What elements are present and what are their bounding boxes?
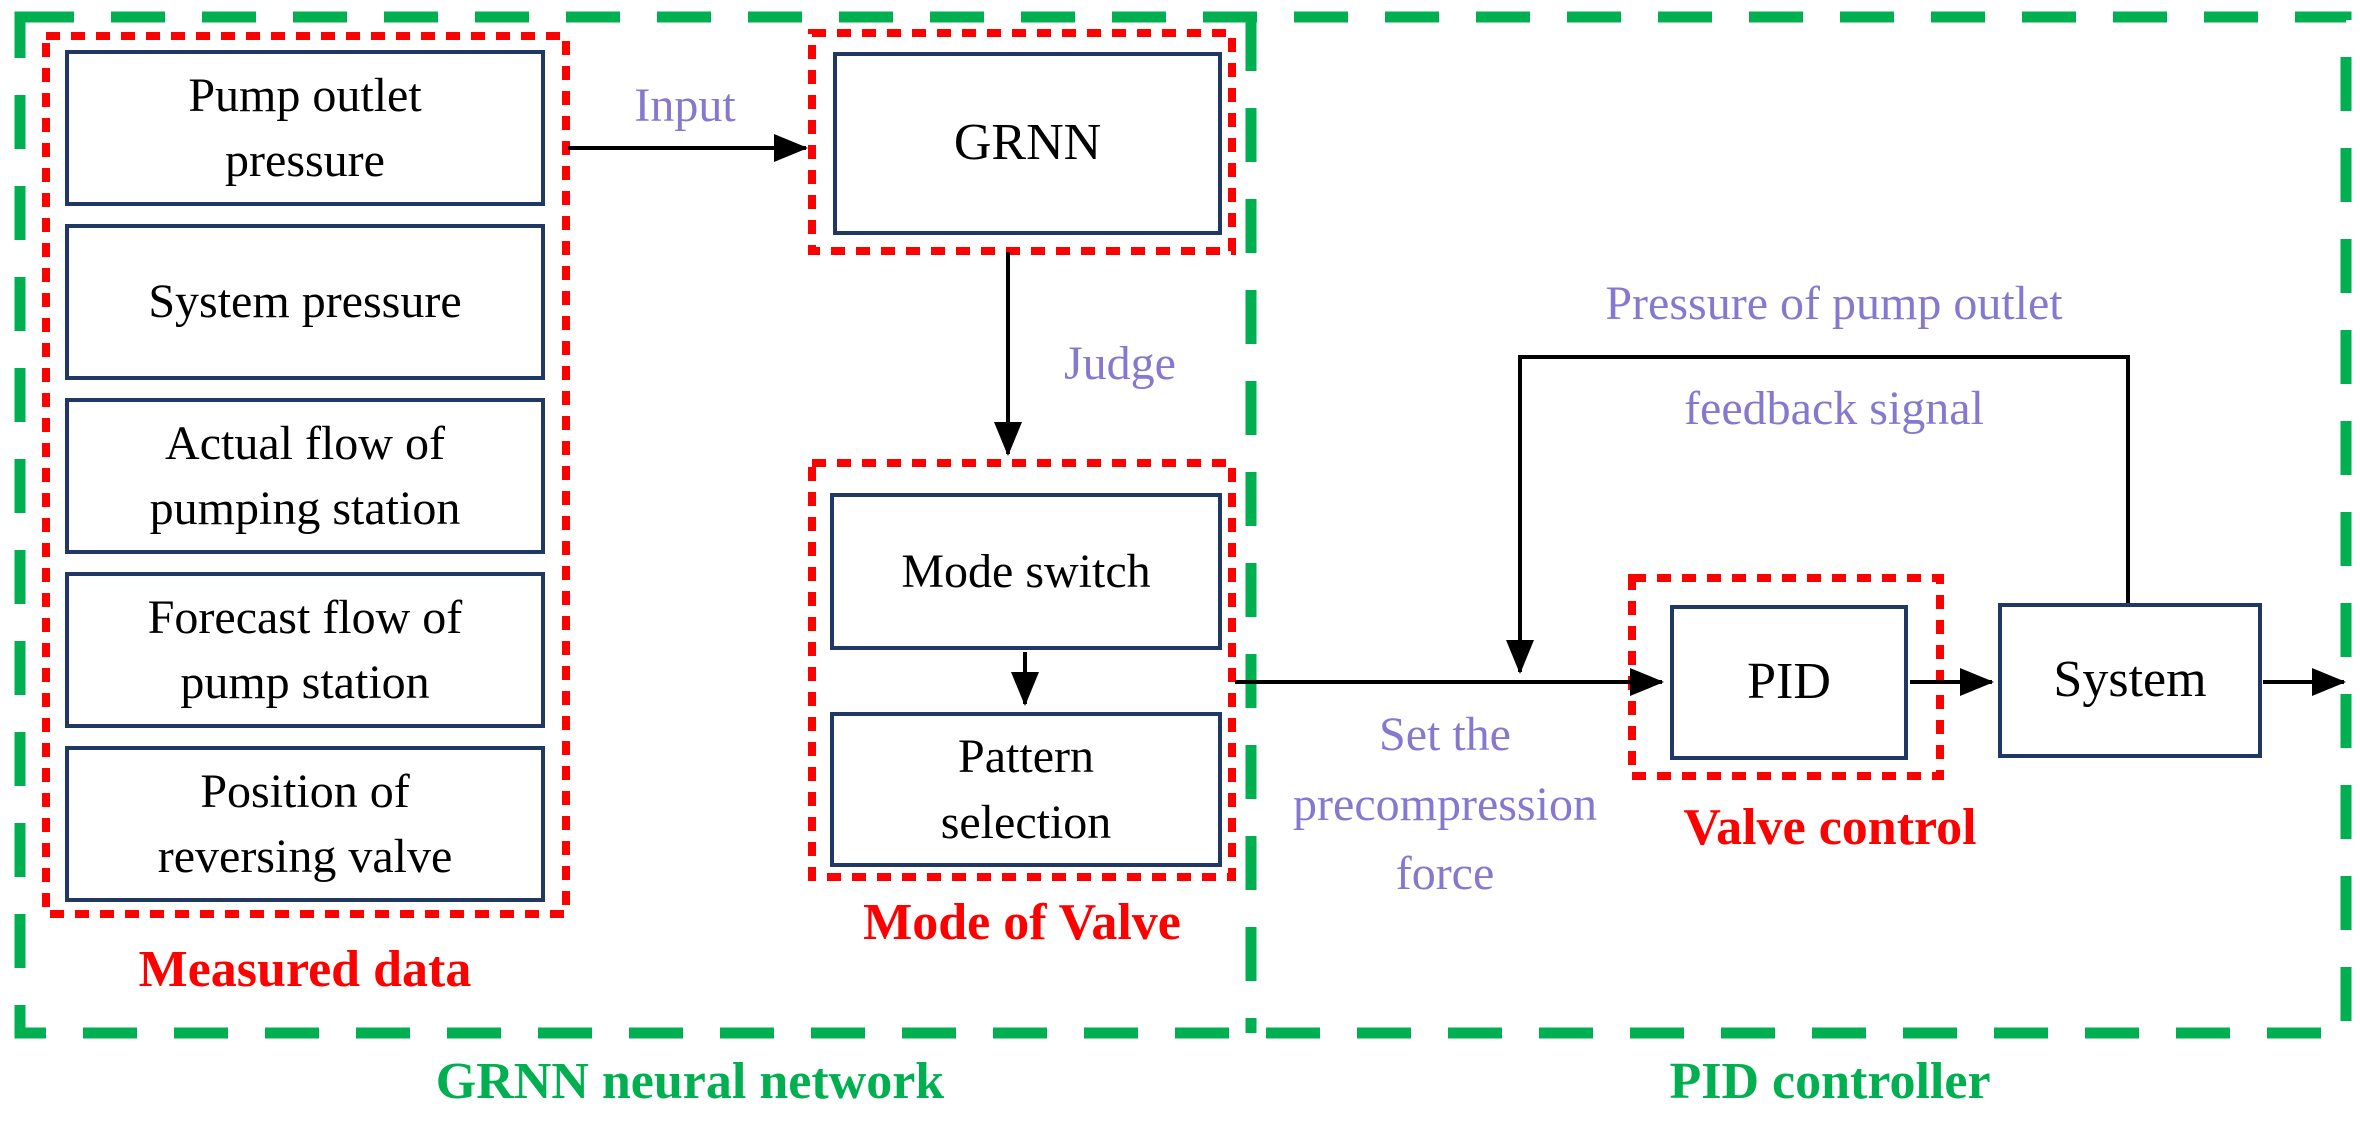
set-precompression-line2: precompression (1293, 777, 1597, 831)
outer-green-border (14, 11, 2352, 1039)
box-label: System pressure (148, 275, 462, 329)
box-actual-flow: Actual flow of pumping station (65, 398, 545, 554)
box-label: Mode switch (901, 544, 1151, 598)
box-label: System (2053, 651, 2207, 709)
box-system-pressure: System pressure (65, 224, 545, 380)
box-pid: PID (1670, 605, 1908, 760)
box-label: Position of reversing valve (157, 764, 453, 883)
box-label: Pump outlet pressure (188, 68, 422, 187)
box-grnn: GRNN (833, 52, 1222, 235)
box-label: PID (1747, 653, 1831, 711)
box-position-reversing-valve: Position of reversing valve (65, 746, 545, 902)
judge-label: Judge (1064, 337, 1176, 390)
grnn-network-caption: GRNN neural network (435, 1053, 945, 1110)
box-mode-switch: Mode switch (830, 493, 1222, 650)
box-label: Forecast flow of pump station (147, 590, 463, 709)
feedback-label-line1: Pressure of pump outlet (1605, 277, 2063, 330)
box-system: System (1998, 603, 2262, 758)
measured-data-caption: Measured data (138, 941, 472, 998)
mode-of-valve-outline (808, 459, 1236, 881)
box-label: Pattern selection (940, 730, 1112, 849)
pid-controller-caption: PID controller (1669, 1053, 1991, 1110)
box-label: Actual flow of pumping station (149, 416, 461, 535)
box-label: GRNN (953, 114, 1102, 172)
box-pump-outlet-pressure: Pump outlet pressure (65, 50, 545, 206)
set-precompression-line1: Set the (1379, 708, 1511, 761)
input-label: Input (634, 79, 736, 132)
box-forecast-flow: Forecast flow of pump station (65, 572, 545, 728)
set-precompression-line3: force (1395, 847, 1495, 901)
measured-data-outline (42, 32, 570, 918)
grnn-outline (808, 29, 1236, 255)
mode-of-valve-caption: Mode of Valve (863, 894, 1181, 951)
set-precompression-label: Set the precompression force (1245, 700, 1645, 909)
feedback-arrow (1506, 355, 2130, 674)
valve-control-caption: Valve control (1683, 799, 1977, 856)
feedback-label-line2: feedback signal (1684, 382, 1984, 435)
box-pattern-selection: Pattern selection (830, 712, 1222, 867)
